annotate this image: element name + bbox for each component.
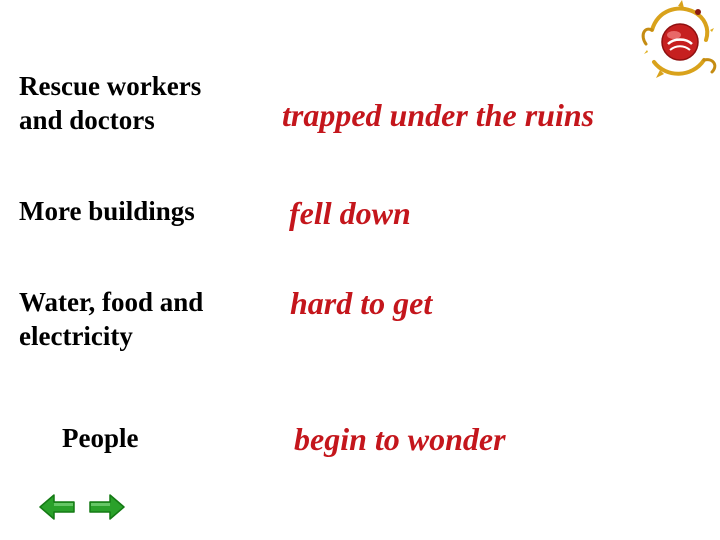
row-4-subject-line-1: People <box>62 423 139 453</box>
arrow-left-icon <box>39 494 75 520</box>
row-2-predicate: fell down <box>289 195 411 231</box>
row-2-subject-line-1: More buildings <box>19 196 195 226</box>
row-1-subject: Rescue workers and doctors <box>19 69 201 137</box>
row-2-subject: More buildings <box>19 194 195 228</box>
next-slide-button[interactable] <box>88 492 126 522</box>
arrow-right-icon <box>89 494 125 520</box>
previous-slide-button[interactable] <box>38 492 76 522</box>
row-1-subject-line-2: and doctors <box>19 105 155 135</box>
row-1-predicate: trapped under the ruins <box>282 97 595 133</box>
row-4-predicate: begin to wonder <box>294 421 506 457</box>
row-3-subject-line-1: Water, food and <box>19 287 204 317</box>
row-3-predicate: hard to get <box>290 285 433 321</box>
row-1-subject-line-1: Rescue workers <box>19 71 202 101</box>
dragon-ball-logo-icon <box>641 0 717 78</box>
row-3-subject: Water, food and electricity <box>19 285 203 353</box>
row-3-subject-line-2: electricity <box>19 321 133 351</box>
row-4-subject: People <box>62 421 138 455</box>
